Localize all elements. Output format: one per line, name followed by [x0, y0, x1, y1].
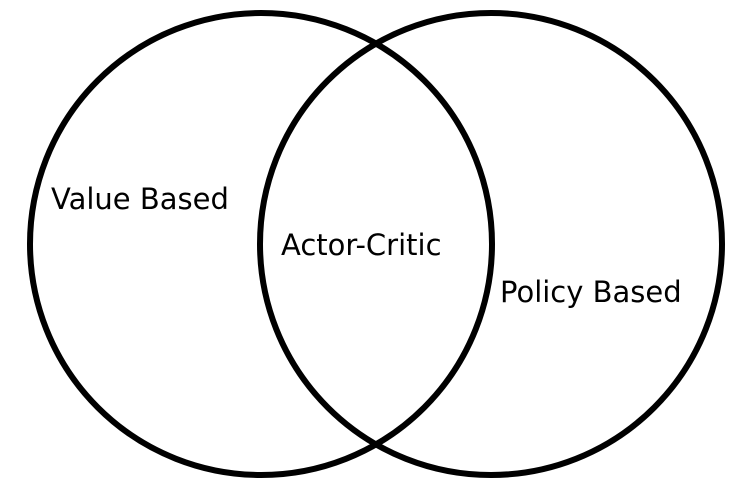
value-based-label: Value Based: [51, 182, 229, 216]
actor-critic-label: Actor-Critic: [281, 228, 442, 262]
value-based-circle: [27, 10, 495, 478]
policy-based-circle: [257, 10, 725, 478]
policy-based-label: Policy Based: [500, 275, 682, 309]
